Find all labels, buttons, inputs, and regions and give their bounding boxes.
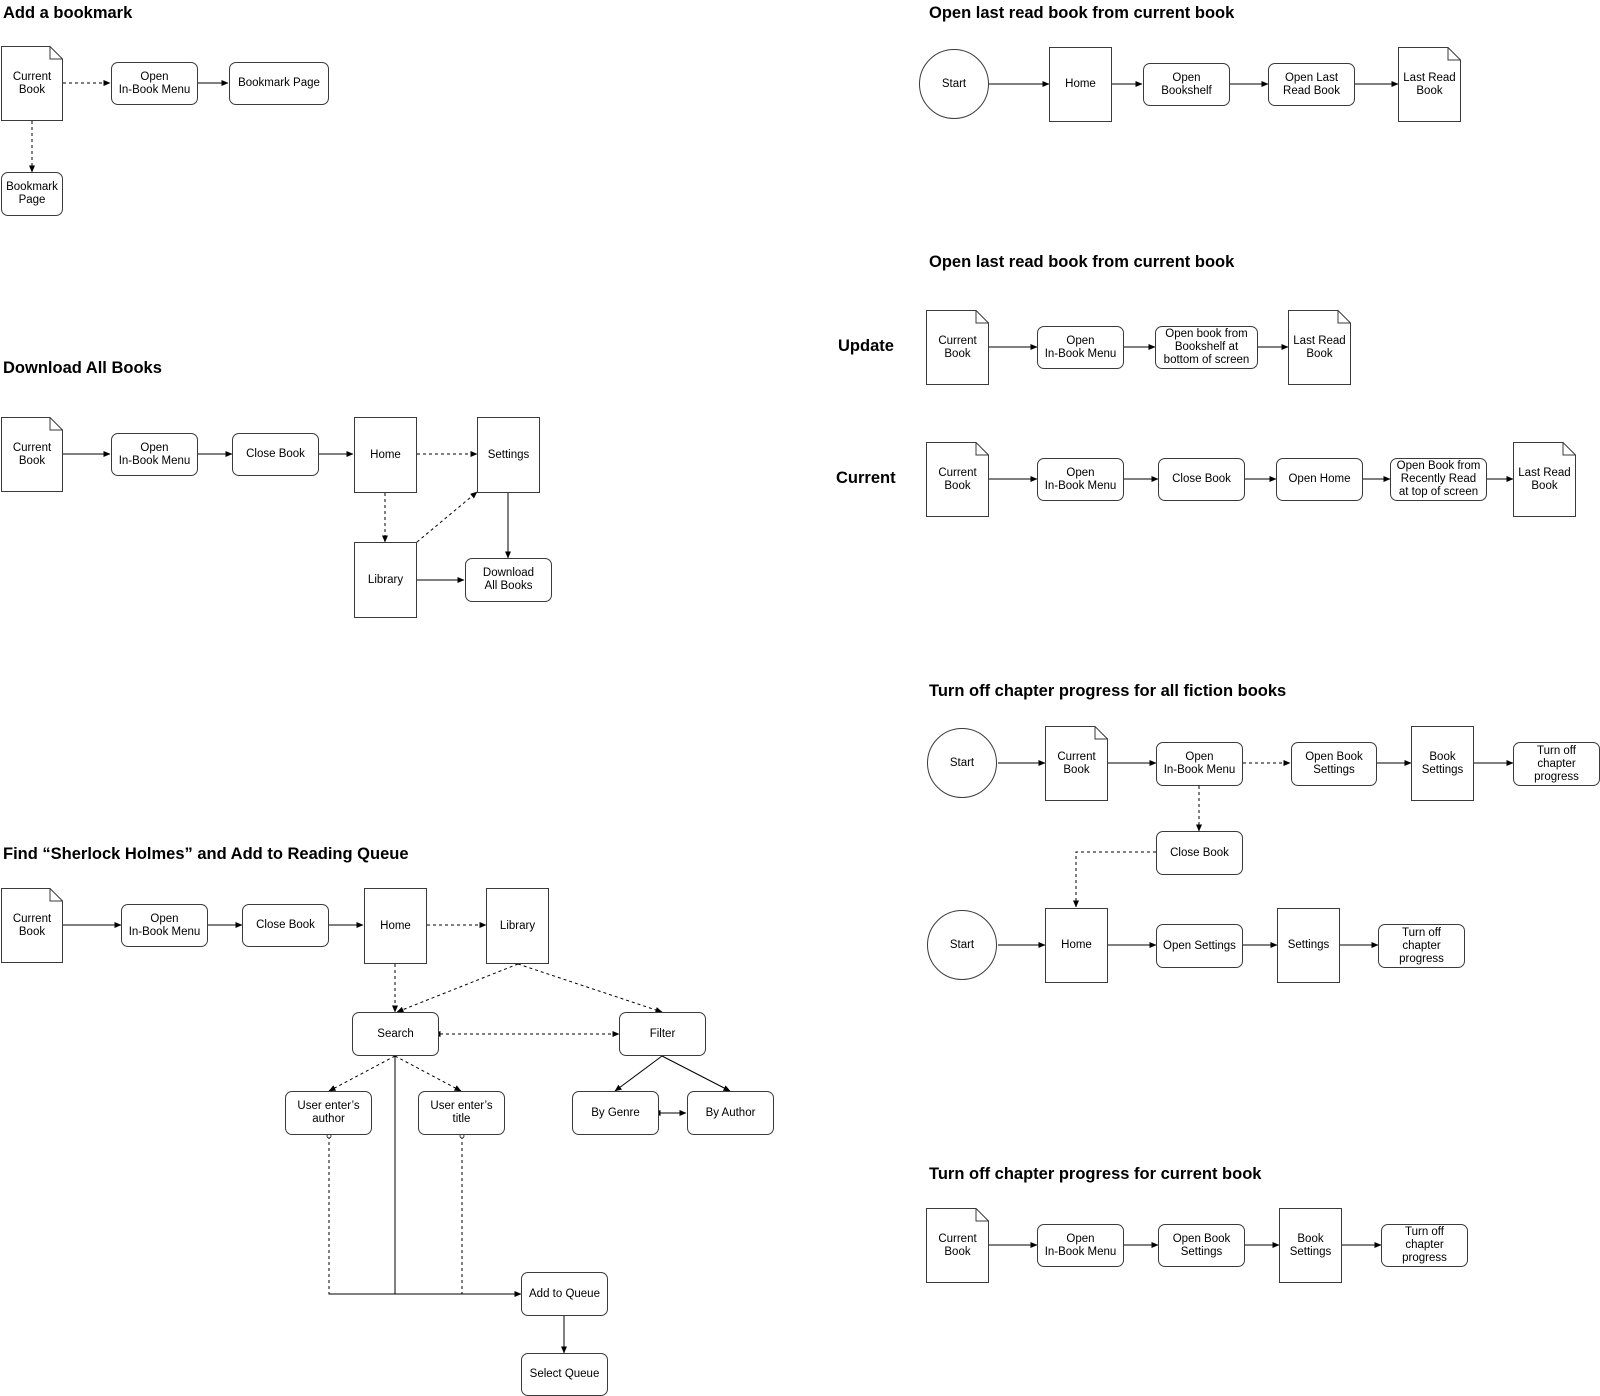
process-close-book: Close Book (1156, 831, 1243, 875)
process-open-book-from-bookshelf: Open book from Bookshelf at bottom of sc… (1155, 326, 1258, 369)
process-by-author: By Author (687, 1091, 774, 1135)
process-turn-off-chapter-progress: Turn off chapter progress (1513, 742, 1600, 786)
screen-home: Home (364, 888, 427, 964)
document-shape (1513, 442, 1576, 517)
row-label-update: Update (838, 337, 894, 355)
node-label: Current Book (938, 334, 977, 360)
row-label-current: Current (836, 469, 896, 487)
document-shape (1, 46, 63, 121)
connector (1073, 851, 1156, 908)
node-label: Current Book (12, 441, 52, 467)
node-label: Last Read Book (1403, 71, 1456, 97)
connector (326, 1133, 395, 1295)
process-turn-off-chapter-progress: Turn off chapter progress (1381, 1224, 1468, 1267)
process-open-last-read-book: Open Last Read Book (1268, 63, 1355, 106)
node-label: Current Book (938, 466, 977, 492)
connector (416, 491, 478, 543)
process-open-in-book-menu: Open In-Book Menu (111, 62, 198, 105)
process-open-book-settings: Open Book Settings (1291, 742, 1377, 786)
node-label: Current Book (12, 70, 52, 96)
connector (614, 1055, 663, 1092)
document-shape (926, 310, 989, 385)
document-shape (1, 417, 63, 492)
screen-library: Library (354, 542, 417, 618)
document-current-book: Current Book (1, 888, 63, 963)
connector (517, 963, 663, 1013)
document-current-book: Current Book (1045, 726, 1108, 801)
process-user-enters-title: User enter’s title (418, 1091, 505, 1135)
start-node: Start (919, 49, 989, 119)
document-shape (1045, 726, 1108, 801)
diagram-title-chapter-fiction: Turn off chapter progress for all fictio… (929, 682, 1287, 700)
screen-book-settings: Book Settings (1279, 1208, 1342, 1283)
document-shape (926, 442, 989, 517)
connector (661, 1055, 731, 1092)
process-open-book-from-recently-read: Open Book from Recently Read at top of s… (1390, 458, 1487, 501)
process-open-settings: Open Settings (1156, 924, 1243, 968)
document-current-book: Current Book (926, 442, 989, 517)
process-close-book: Close Book (242, 904, 329, 947)
document-last-read-book: Last Read Book (1288, 310, 1351, 385)
process-open-home: Open Home (1276, 458, 1363, 501)
document-current-book: Current Book (1, 417, 63, 492)
process-close-book: Close Book (1158, 458, 1245, 501)
process-select-queue: Select Queue (521, 1353, 608, 1396)
process-bookmark-page: Bookmark Page (229, 62, 329, 105)
screen-home: Home (1049, 47, 1112, 122)
process-bookmark-page-alt: Bookmark Page (1, 172, 63, 216)
process-open-bookshelf: Open Bookshelf (1143, 63, 1230, 106)
document-shape (1398, 47, 1461, 122)
document-shape (1288, 310, 1351, 385)
connector (396, 963, 519, 1013)
connector (328, 1055, 396, 1092)
process-open-in-book-menu: Open In-Book Menu (121, 904, 208, 947)
document-last-read-book: Last Read Book (1513, 442, 1576, 517)
process-open-in-book-menu: Open In-Book Menu (1037, 326, 1124, 369)
node-label: Last Read Book (1293, 334, 1346, 360)
node-label: Last Read Book (1518, 466, 1571, 492)
start-node: Start (927, 910, 997, 980)
screen-book-settings: Book Settings (1411, 726, 1474, 801)
process-open-book-settings: Open Book Settings (1158, 1224, 1245, 1267)
diagram-title-chapter-current: Turn off chapter progress for current bo… (929, 1165, 1262, 1183)
diagram-title-open-last-read-bottom: Open last read book from current book (929, 253, 1235, 271)
document-shape (926, 1208, 989, 1283)
diagram-title-add-bookmark: Add a bookmark (3, 4, 133, 22)
screen-library: Library (486, 888, 549, 964)
document-shape (1, 888, 63, 963)
diagram-title-sherlock: Find “Sherlock Holmes” and Add to Readin… (3, 845, 409, 863)
diagram-title-download-all: Download All Books (3, 359, 162, 377)
process-turn-off-chapter-progress: Turn off chapter progress (1378, 924, 1465, 968)
process-filter: Filter (619, 1012, 706, 1056)
document-current-book: Current Book (926, 310, 989, 385)
process-search: Search (352, 1012, 439, 1056)
process-download-all-books: Download All Books (465, 558, 552, 602)
screen-home: Home (1045, 908, 1108, 983)
node-label: Current Book (1057, 750, 1096, 776)
process-user-enters-author: User enter’s author (285, 1091, 372, 1135)
process-open-in-book-menu: Open In-Book Menu (1037, 458, 1124, 501)
screen-settings: Settings (1277, 908, 1340, 983)
process-add-to-queue: Add to Queue (521, 1272, 608, 1316)
process-open-in-book-menu: Open In-Book Menu (111, 433, 198, 476)
diagram-title-open-last-read-top: Open last read book from current book (929, 4, 1235, 22)
connector (394, 1055, 462, 1092)
process-open-in-book-menu: Open In-Book Menu (1037, 1224, 1124, 1267)
screen-settings: Settings (477, 417, 540, 493)
process-open-in-book-menu: Open In-Book Menu (1156, 742, 1243, 786)
node-label: Current Book (938, 1232, 977, 1258)
start-node: Start (927, 728, 997, 798)
document-last-read-book: Last Read Book (1398, 47, 1461, 122)
process-by-genre: By Genre (572, 1091, 659, 1135)
screen-home: Home (354, 417, 417, 493)
process-close-book: Close Book (232, 433, 319, 476)
document-current-book: Current Book (1, 46, 63, 121)
document-current-book: Current Book (926, 1208, 989, 1283)
node-label: Current Book (12, 912, 52, 938)
